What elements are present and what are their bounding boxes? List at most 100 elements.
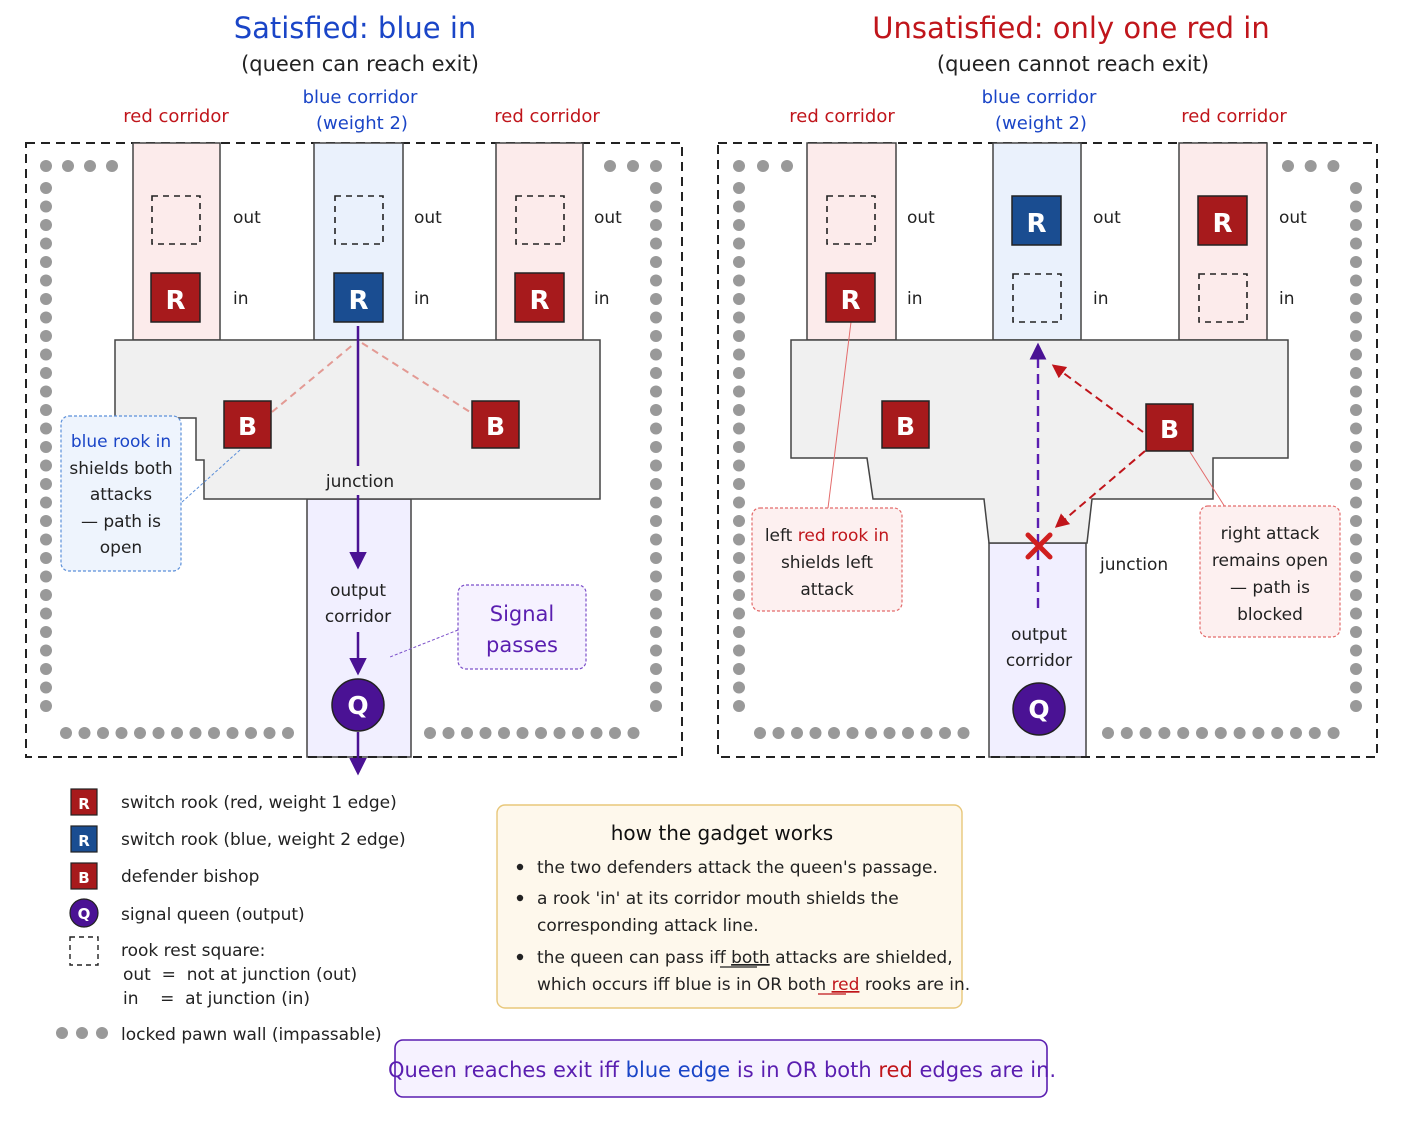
- pawn-dot: [1350, 274, 1362, 287]
- left-red-corridor-label-1: red corridor: [123, 106, 229, 127]
- left-pawn-wall: [40, 160, 662, 739]
- pawn-dot: [902, 727, 914, 739]
- pawn-dot: [650, 478, 662, 490]
- legend-bishop-label: defender bishop: [121, 867, 259, 887]
- pawn-dot: [590, 727, 603, 739]
- pawn-dot: [650, 663, 662, 675]
- right-callout-right-line-4: blocked: [1237, 605, 1303, 625]
- left-callout-line-5: open: [100, 538, 142, 558]
- legend-queen-icon: Q: [69, 898, 99, 928]
- pawn-dot: [1120, 727, 1133, 739]
- pawn-dot: [263, 727, 276, 739]
- legend-blue-rook-label: switch rook (blue, weight 2 edge): [121, 830, 406, 850]
- how-b2b: corresponding attack line.: [537, 916, 759, 936]
- pawn-dot: [78, 727, 91, 739]
- pawn-dot: [40, 256, 52, 268]
- pawn-dot: [40, 404, 52, 416]
- pawn-dot: [1350, 570, 1362, 583]
- pawn-dot: [650, 182, 662, 194]
- pawn-dot: [920, 727, 933, 739]
- pawn-dot: [106, 160, 118, 172]
- pawn-dot: [1350, 681, 1362, 694]
- left-junction-label: junction: [325, 472, 394, 492]
- pawn-dot: [939, 727, 951, 739]
- left-blue-rook: R: [333, 272, 384, 323]
- right-rest-square-blue: [1012, 273, 1062, 323]
- pawn-dot: [650, 589, 662, 601]
- how-it-works: how the gadget works the two defenders a…: [496, 804, 970, 1009]
- pawn-dot: [733, 552, 745, 564]
- right-blue-corridor-weight: (weight 2): [995, 113, 1087, 134]
- right-red-corridor-label-1: red corridor: [789, 106, 895, 127]
- pawn-dot: [40, 515, 52, 527]
- summary-text: Queen reaches exit iff blue edge is in O…: [388, 1058, 1056, 1082]
- right-output-label-1: output: [1011, 625, 1067, 645]
- right-callout-left-line-2: shields left: [781, 553, 873, 573]
- pawn-dot: [1233, 727, 1246, 739]
- pawn-dot: [1350, 626, 1362, 638]
- left-in-label-3: in: [594, 289, 610, 309]
- left-rest-square-blue: [334, 195, 384, 245]
- pawn-dot: [757, 160, 769, 172]
- pawn-dot: [733, 385, 745, 398]
- pawn-dot: [1102, 727, 1114, 739]
- right-callout-left-line-1: left red rook in: [765, 526, 889, 546]
- pawn-dot: [498, 727, 510, 739]
- pawn-dot: [1350, 496, 1362, 509]
- pawn-dot: [733, 626, 745, 638]
- pawn-dot: [40, 160, 52, 172]
- legend-wall-label: locked pawn wall (impassable): [121, 1025, 382, 1045]
- pawn-dot: [828, 727, 840, 739]
- left-bishop-2: B: [471, 400, 520, 449]
- how-box: [496, 804, 963, 1009]
- pawn-dot: [1177, 727, 1190, 739]
- legend-rest-out: out = not at junction (out): [123, 965, 357, 985]
- signal-leader: [389, 629, 459, 658]
- right-blue-rook: R: [1011, 195, 1062, 246]
- right-callout-right-line-2: remains open: [1212, 551, 1328, 571]
- pawn-dot: [442, 727, 455, 739]
- pawn-dot: [553, 727, 566, 739]
- right-out-label-2: out: [1093, 208, 1121, 228]
- pawn-dot: [609, 727, 621, 739]
- pawn-dot: [1252, 727, 1265, 739]
- block-x-icon: [1025, 532, 1053, 560]
- pawn-dot: [650, 200, 662, 213]
- summary-box: [394, 1039, 1048, 1098]
- pawn-dot: [245, 727, 257, 739]
- pawn-dot: [1350, 607, 1362, 620]
- pawn-dot: [40, 700, 52, 712]
- right-red-corridor-label-2: red corridor: [1181, 106, 1287, 127]
- right-out-label-1: out: [907, 208, 935, 228]
- pawn-dot: [733, 459, 745, 472]
- right-pawn-wall: [733, 160, 1362, 739]
- pawn-dot: [424, 727, 436, 739]
- pawn-dot: [1214, 727, 1227, 739]
- pawn-dot: [957, 727, 970, 739]
- pawn-dot: [733, 515, 745, 527]
- pawn-dot: [650, 552, 662, 564]
- pawn-dot: [134, 727, 146, 739]
- pawn-dot: [282, 727, 294, 739]
- pawn-dot: [883, 727, 896, 739]
- pawn-dot: [733, 607, 745, 620]
- right-attack-line-to-block: [1054, 450, 1146, 528]
- pawn-dot: [516, 727, 529, 739]
- pawn-dot: [809, 727, 822, 739]
- pawn-dot: [40, 459, 52, 472]
- right-red-rook-1: R: [825, 272, 876, 323]
- right-right-callout-leader: [1189, 451, 1226, 508]
- pawn-dot: [1350, 515, 1362, 527]
- right-frame: [717, 142, 1378, 758]
- legend: R switch rook (red, weight 1 edge) R swi…: [56, 788, 406, 1045]
- pawn-dot: [40, 496, 52, 509]
- pawn-dot: [40, 644, 52, 657]
- legend-rest-title: rook rest square:: [121, 941, 265, 961]
- right-callout-right-line-3: — path is: [1230, 578, 1310, 598]
- pawn-dot: [115, 727, 128, 739]
- pawn-dot: [152, 727, 165, 739]
- pawn-dot: [40, 237, 52, 250]
- summary: Queen reaches exit iff blue edge is in O…: [388, 1039, 1056, 1098]
- left-in-label-1: in: [233, 289, 249, 309]
